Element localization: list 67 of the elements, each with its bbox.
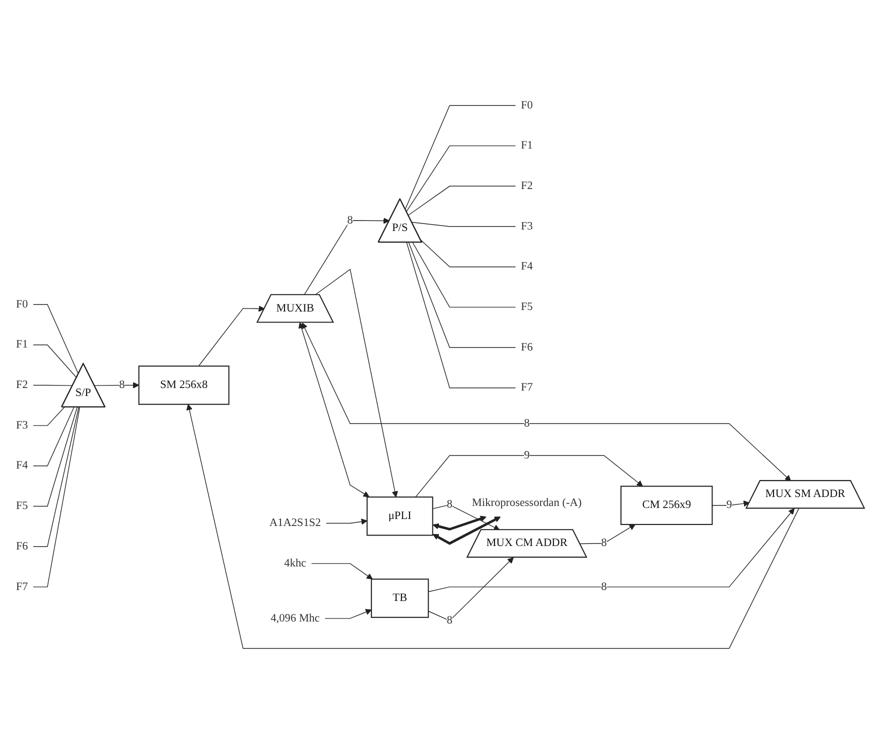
connector [32, 384, 74, 386]
arrow [712, 500, 750, 507]
arrow [324, 609, 372, 619]
node-box: TB [370, 578, 429, 618]
edge-label: 8 [601, 580, 607, 593]
node-box: μPLI [366, 496, 434, 536]
node-box: CM 256x9 [620, 486, 713, 525]
edge-label: 9 [726, 498, 732, 512]
connector [411, 222, 516, 227]
connector [32, 406, 65, 426]
node-text: F5 [16, 500, 28, 512]
node-text: F7 [16, 580, 28, 593]
node-box: SM 256x8 [138, 366, 230, 405]
edge-label: 8 [347, 214, 353, 226]
arrow [186, 404, 800, 649]
node-text: F1 [520, 139, 533, 152]
arrow [302, 322, 792, 482]
connector [420, 239, 516, 268]
arrow [428, 557, 514, 622]
arrow [432, 516, 501, 545]
connector [404, 105, 516, 210]
node-text: Mikroprosessordan (-A) [472, 496, 582, 509]
arrow [198, 306, 265, 366]
node-text: F0 [16, 298, 28, 310]
arrow [415, 455, 643, 498]
edge-label: 8 [446, 498, 452, 510]
edge-label: 9 [524, 449, 530, 462]
node-text: F2 [16, 378, 28, 391]
connector [32, 406, 80, 588]
connector [32, 406, 74, 466]
arrow [304, 218, 390, 296]
connector [408, 242, 516, 348]
edge-label: 8 [446, 614, 452, 626]
node-text: F4 [16, 460, 28, 472]
connector [406, 242, 516, 388]
arrow [432, 504, 500, 530]
node-text: F3 [16, 419, 28, 432]
node-text: F5 [520, 300, 533, 313]
edge-label: 8 [524, 417, 530, 430]
arrow [311, 563, 373, 580]
node-text: F2 [520, 180, 533, 192]
connector [406, 145, 516, 212]
node-text: 4khc [284, 557, 306, 570]
node-text: F1 [16, 338, 28, 351]
edge-label: 8 [119, 378, 125, 391]
arrow [94, 382, 140, 388]
connector [32, 406, 80, 547]
arrow [428, 508, 795, 592]
arrow [298, 322, 370, 498]
arrow [580, 524, 636, 544]
connector [32, 344, 77, 378]
arrow [432, 516, 486, 531]
edge-label: 8 [601, 537, 607, 550]
node-text: F4 [520, 260, 533, 272]
connector [412, 242, 516, 308]
node-text: A1A2S1S2 [269, 516, 321, 529]
node-text: F6 [520, 341, 533, 354]
node-text: 4,096 Mhc [270, 612, 320, 624]
node-text: F0 [520, 99, 533, 112]
connector [32, 406, 78, 507]
node-text: F7 [520, 382, 533, 394]
arrow [326, 518, 368, 525]
connector [32, 304, 79, 374]
node-text: F6 [16, 540, 28, 552]
arrow [314, 268, 398, 498]
connector [408, 186, 516, 216]
node-text: F3 [520, 220, 533, 232]
